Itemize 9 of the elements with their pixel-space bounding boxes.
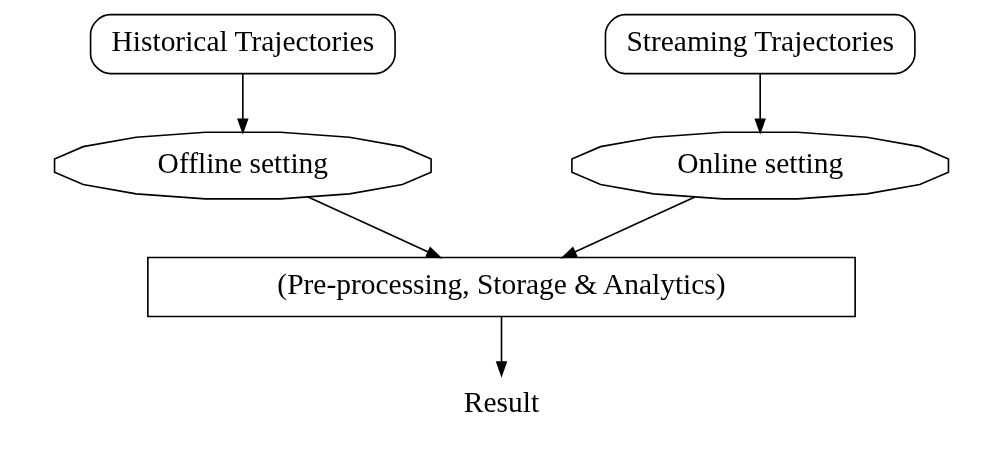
node-box: Historical Trajectories [89, 13, 396, 75]
node-text: Result [463, 386, 539, 419]
arrow [753, 72, 766, 135]
node-box: (Pre-processing, Storage & Analytics) [146, 256, 856, 318]
arrow [306, 196, 442, 259]
arrow [560, 196, 696, 259]
arrow [236, 72, 249, 135]
node-box: Streaming Trajectories [604, 13, 916, 75]
arrow [495, 316, 507, 378]
